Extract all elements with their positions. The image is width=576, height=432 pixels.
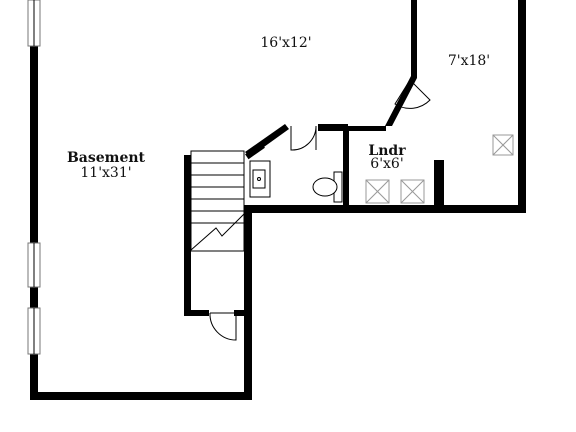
- room-right-dimensions: 7'x18': [448, 53, 490, 69]
- basement-name: Basement: [67, 150, 146, 166]
- door-right-room: [394, 79, 431, 109]
- laundry-dimensions: 6'x6': [370, 156, 403, 172]
- stair-west-wall: [184, 155, 191, 315]
- room-top-dimensions: 16'x12': [260, 35, 311, 51]
- doors: [209, 79, 431, 341]
- sink-drain: [257, 177, 261, 181]
- staircase: [190, 150, 245, 252]
- central-south-wall: [244, 205, 526, 213]
- toilet-bowl: [312, 177, 338, 197]
- bath-angled-wall: [245, 124, 289, 157]
- stair-bottom-wall: [184, 310, 209, 316]
- laundry-name: Lndr: [368, 143, 406, 159]
- stair-bottom-right-stub: [234, 310, 252, 316]
- dryer: [400, 179, 425, 204]
- washer: [365, 179, 390, 204]
- basement-east-lower-wall: [244, 205, 252, 400]
- door-bath: [290, 125, 317, 151]
- utility-box: [492, 134, 514, 156]
- laundry-north-wall: [318, 126, 386, 131]
- basement-south-wall: [30, 392, 252, 400]
- right-room-west-wall: [385, 0, 417, 126]
- laundry-west-wall: [343, 126, 349, 211]
- right-room-east-wall: [518, 0, 526, 213]
- bath-north-wall-right: [318, 124, 348, 129]
- door-stair-bottom: [209, 312, 237, 341]
- utility-post: [434, 160, 444, 210]
- laundry-appliances: [365, 134, 514, 204]
- walls: [30, 0, 526, 400]
- basement-dimensions: 11'x31': [80, 165, 131, 181]
- basement-west-wall: [30, 0, 38, 400]
- windows: [27, 0, 41, 355]
- room-labels: 16'x12' 7'x18' Basement 11'x31' Lndr 6'x…: [67, 35, 490, 181]
- stair-outline: [190, 150, 245, 252]
- bath-fixtures: [249, 160, 343, 203]
- stair-break-line: [190, 213, 245, 251]
